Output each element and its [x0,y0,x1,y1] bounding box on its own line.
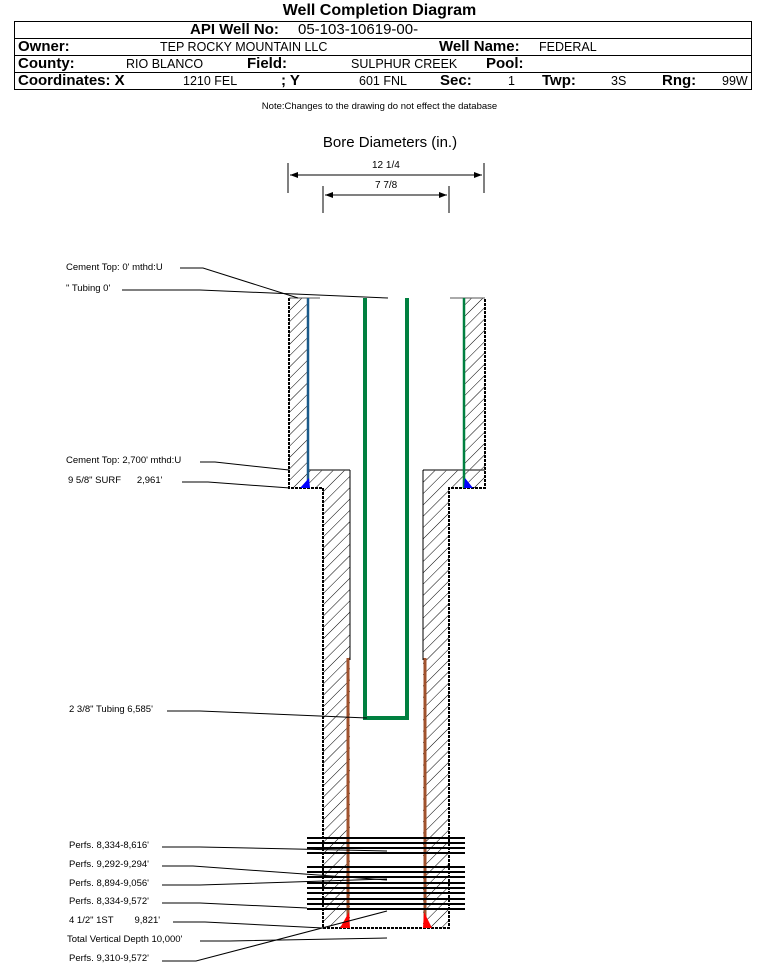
diagram-title: Well Completion Diagram [282,2,477,19]
production-cement-shoe-left [340,912,350,928]
bore-diameters-title: Bore Diameters (in.) [322,134,458,151]
bore-inner-diameter: 7 7/8 [375,180,398,191]
perforations [307,837,465,910]
well-name-value: FEDERAL [539,40,597,54]
field-value: SULPHUR CREEK [351,57,458,71]
well-name-label: Well Name: [439,38,520,55]
twp-label: Twp: [542,72,576,89]
label-perfs-4: Perfs. 8,334-9,572' [69,896,149,907]
header-row-api: API Well No: 05-103-10619-00- [15,22,751,39]
leader-lines [122,267,389,962]
label-perfs-5: Perfs. 9,310-9,572' [69,953,149,964]
owner-label: Owner: [18,38,70,55]
label-tubing-top: " Tubing 0' [66,283,111,294]
county-value: RIO BLANCO [126,57,204,71]
field-label: Field: [247,55,287,72]
header-row-owner: Owner: TEP ROCKY MOUNTAIN LLC Well Name:… [15,39,751,56]
bore-outer-diameter: 12 1/4 [372,160,400,171]
y-value: 601 FNL [359,74,407,88]
y-label: ; Y [281,72,300,89]
label-cement-top-2700: Cement Top: 2,700' mthd:U [66,455,182,466]
pool-label: Pool: [486,55,524,72]
x-value: 1210 FEL [183,74,238,88]
header-row-county: County: RIO BLANCO Field: SULPHUR CREEK … [15,56,751,73]
header-row-coordinates: Coordinates: X 1210 FEL ; Y 601 FNL Sec:… [15,73,751,89]
sec-label: Sec: [440,72,472,89]
label-perfs-3: Perfs. 8,894-9,056' [69,878,149,889]
borehole-wall [288,298,486,929]
label-perfs-2: Perfs. 9,292-9,294' [69,859,149,870]
twp-value: 3S [611,74,627,88]
well-header-table: API Well No: 05-103-10619-00- Owner: TEP… [14,21,752,90]
owner-value: TEP ROCKY MOUNTAIN LLC [160,40,328,54]
surface-cement-annulus [289,298,485,488]
database-note: Note:Changes to the drawing do not effec… [261,101,498,112]
rng-value: 99W [722,74,748,88]
surface-casing [300,298,473,488]
api-value: 05-103-10619-00- [298,21,419,38]
api-label: API Well No: [190,21,279,38]
tubing-string [363,298,409,720]
label-cement-top-surface: Cement Top: 0' mthd:U [66,262,163,273]
label-tubing: 2 3/8" Tubing 6,585' [69,704,153,715]
county-label: County: [18,55,75,72]
label-production-casing: 4 1/2" 1ST 9,821' [69,915,161,926]
surface-cement-shoe-right [464,478,473,488]
coordinates-label: Coordinates: X [18,72,125,89]
production-cement-shoe-right [423,912,432,928]
surface-cement-shoe-left [300,478,310,488]
bore-dimension-lines [287,163,485,213]
label-perfs-1: Perfs. 8,334-8,616' [69,840,149,851]
production-cement-annulus [308,470,464,928]
sec-value: 1 [508,74,515,88]
label-total-vertical-depth: Total Vertical Depth 10,000' [67,934,183,945]
label-surface-casing: 9 5/8" SURF 2,961' [68,475,163,486]
rng-label: Rng: [662,72,697,89]
